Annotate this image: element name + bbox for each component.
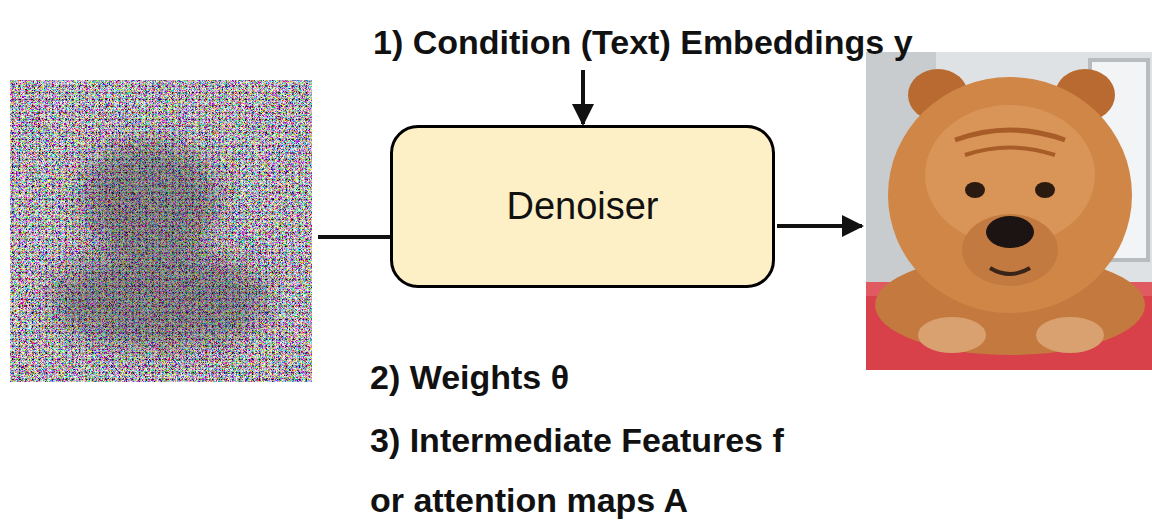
- condition-arrow: [581, 70, 585, 124]
- annotation-text: 2) Weights θ: [370, 347, 870, 407]
- input-line: [318, 235, 390, 239]
- noise-texture: [10, 80, 312, 382]
- process-box: Denoiser: [390, 125, 775, 288]
- text-stack: Denoiser: [506, 185, 658, 228]
- dog-eye: [965, 182, 985, 198]
- noise-image: [10, 80, 312, 382]
- dog-head: [888, 77, 1132, 313]
- dog-paw: [1036, 317, 1104, 353]
- annotation-text: 1) Condition (Text) Embeddings y: [373, 12, 1133, 72]
- dog-eye: [1035, 182, 1055, 198]
- noise-ground: [10, 80, 312, 382]
- dog-nose: [986, 216, 1034, 248]
- dog-muzzle: [962, 214, 1058, 286]
- photo-ground: [866, 52, 1152, 370]
- dog-image: [866, 52, 1152, 370]
- dog-paw: [918, 317, 986, 353]
- box-label: Denoiser: [506, 185, 658, 228]
- annotation-text: 3) Intermediate Features f or attention …: [370, 410, 806, 523]
- output-arrow: [777, 224, 862, 228]
- noise-shadow: [50, 140, 270, 350]
